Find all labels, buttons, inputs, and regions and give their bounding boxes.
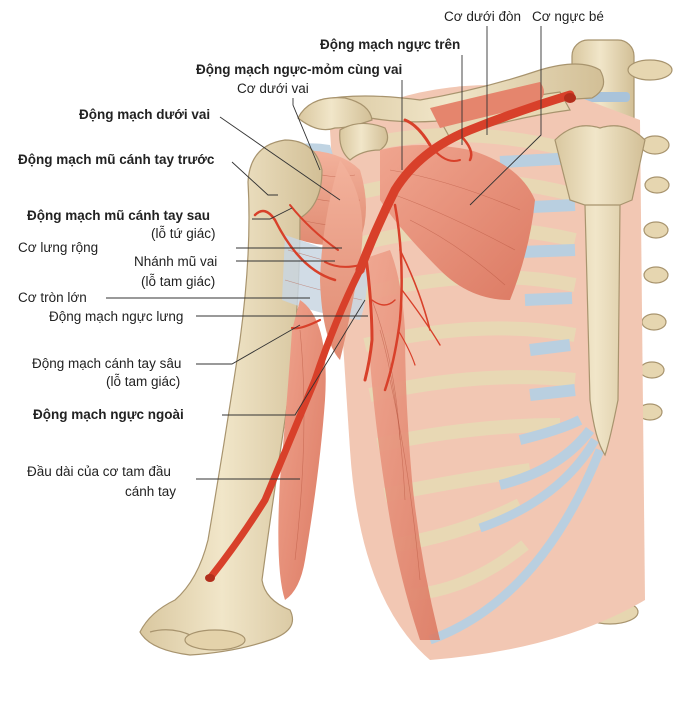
label-lo-tam-giac-2: (lỗ tam giác)	[106, 374, 180, 389]
label-co-duoi-don: Cơ dưới đòn	[444, 9, 521, 24]
label-dm-mu-canh-tay-truoc: Động mạch mũ cánh tay trước	[18, 152, 215, 167]
leader-lines	[106, 26, 542, 480]
sternum	[554, 125, 646, 457]
label-dau-dai-line2: cánh tay	[125, 484, 176, 499]
label-nhanh-mu-vai: Nhánh mũ vai	[134, 254, 217, 269]
cut-artery-end-bottom	[205, 574, 215, 582]
label-co-tron-lon: Cơ tròn lớn	[18, 290, 87, 305]
scapula	[297, 97, 389, 161]
label-co-nguc-be: Cơ ngực bé	[532, 9, 604, 24]
label-co-lung-rong: Cơ lưng rộng	[18, 240, 98, 255]
label-dm-nguc-ngoai: Động mạch ngực ngoài	[33, 407, 184, 422]
cut-artery-end-top	[564, 93, 576, 103]
label-dm-mu-canh-tay-sau: Động mạch mũ cánh tay sau	[27, 208, 210, 223]
arteries	[206, 90, 575, 582]
artwork	[139, 39, 673, 660]
coracobrachialis	[320, 160, 363, 360]
label-dm-canh-tay-sau: Động mạch cánh tay sâu	[32, 356, 181, 371]
label-dm-duoi-vai: Động mạch dưới vai	[79, 107, 210, 122]
label-dm-nguc-tren: Động mạch ngực trên	[320, 37, 460, 52]
label-dau-dai-line1: Đầu dài của cơ tam đầu	[27, 464, 171, 479]
label-dm-nguc-mom-cung-vai: Động mạch ngực-mỏm cùng vai	[196, 62, 402, 77]
pectoralis-minor	[380, 145, 535, 300]
label-lo-tam-giac-1: (lỗ tam giác)	[141, 274, 215, 289]
label-dm-nguc-lung: Động mạch ngực lưng	[49, 309, 183, 324]
label-co-duoi-vai: Cơ dưới vai	[237, 81, 309, 96]
label-lo-tu-giac: (lỗ tứ giác)	[151, 226, 216, 241]
labels: Cơ dưới đòn Cơ ngực bé Động mạch ngực tr…	[18, 9, 604, 499]
humerus	[139, 139, 323, 656]
